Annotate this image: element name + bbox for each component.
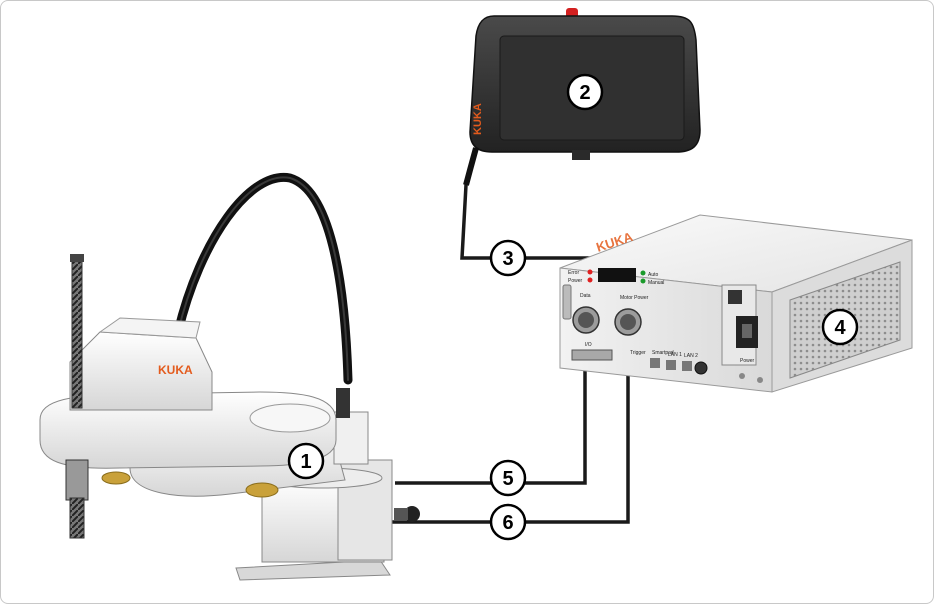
callout-3: 3: [489, 239, 527, 277]
ball-screw: [71, 257, 83, 409]
panel-label-data: Data: [580, 293, 591, 299]
panel-label-lan2: LAN 2: [684, 353, 698, 359]
cable-robot-arm: [173, 172, 353, 385]
svg-text:3: 3: [502, 248, 513, 270]
callout-5: 5: [489, 459, 527, 497]
svg-text:4: 4: [834, 317, 846, 339]
panel-label-mains: Power: [740, 358, 755, 364]
motor-cable-line: [390, 332, 630, 524]
panel-label-trigger: Trigger: [630, 350, 646, 356]
svg-text:1: 1: [300, 451, 311, 473]
robot-controller-icon: KUKA Error Power Auto Manual Data Motor …: [559, 214, 913, 393]
scara-robot-icon: KUKA: [39, 254, 420, 581]
svg-text:6: 6: [502, 512, 513, 534]
smartpad-brand-logo: KUKA: [472, 103, 484, 135]
panel-label-lan1: LAN 1: [668, 352, 682, 358]
panel-label-io: I/O: [585, 342, 592, 348]
panel-label-smartpad: Smartpad: [652, 350, 674, 356]
callout-1: 1: [287, 442, 325, 480]
teach-pendant-icon: KUKA: [463, 8, 701, 186]
callout-4: 4: [821, 308, 859, 346]
panel-label-motor: Motor Power: [620, 295, 649, 301]
data-cable-line: [395, 330, 587, 485]
panel-label-error: Error: [568, 270, 579, 276]
robot-brand-logo: KUKA: [158, 363, 193, 377]
panel-label-auto: Auto: [648, 272, 659, 278]
callout-6: 6: [489, 503, 527, 541]
svg-text:5: 5: [502, 468, 513, 490]
panel-label-power: Power: [568, 278, 583, 284]
svg-text:2: 2: [579, 82, 590, 104]
panel-label-manual: Manual: [648, 280, 664, 286]
callout-2: 2: [566, 73, 604, 111]
